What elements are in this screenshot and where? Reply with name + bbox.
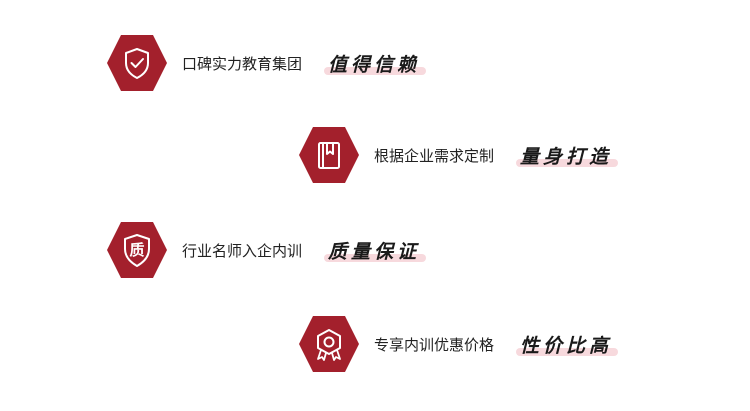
shield-check-icon bbox=[106, 34, 168, 92]
feature-row-3: 质 行业名师入企内训 质量保证 bbox=[106, 220, 427, 280]
quality-shield-icon: 质 bbox=[106, 221, 168, 279]
feature-row-4: 专享内训优惠价格 性价比高 bbox=[298, 314, 619, 374]
feature-tagline: 值得信赖 bbox=[324, 50, 427, 77]
feature-description: 口碑实力教育集团 bbox=[182, 54, 303, 73]
feature-row-1: 口碑实力教育集团 值得信赖 bbox=[106, 33, 427, 93]
award-medal-icon bbox=[298, 315, 360, 373]
feature-tagline: 量身打造 bbox=[516, 142, 619, 169]
feature-row-2: 根据企业需求定制 量身打造 bbox=[298, 125, 619, 185]
feature-description: 专享内训优惠价格 bbox=[374, 335, 495, 354]
feature-description: 行业名师入企内训 bbox=[182, 241, 303, 260]
feature-description: 根据企业需求定制 bbox=[374, 146, 495, 165]
quality-char: 质 bbox=[129, 240, 145, 259]
bookmark-book-icon bbox=[298, 126, 360, 184]
feature-tagline: 性价比高 bbox=[516, 331, 619, 358]
feature-tagline: 质量保证 bbox=[324, 237, 427, 264]
